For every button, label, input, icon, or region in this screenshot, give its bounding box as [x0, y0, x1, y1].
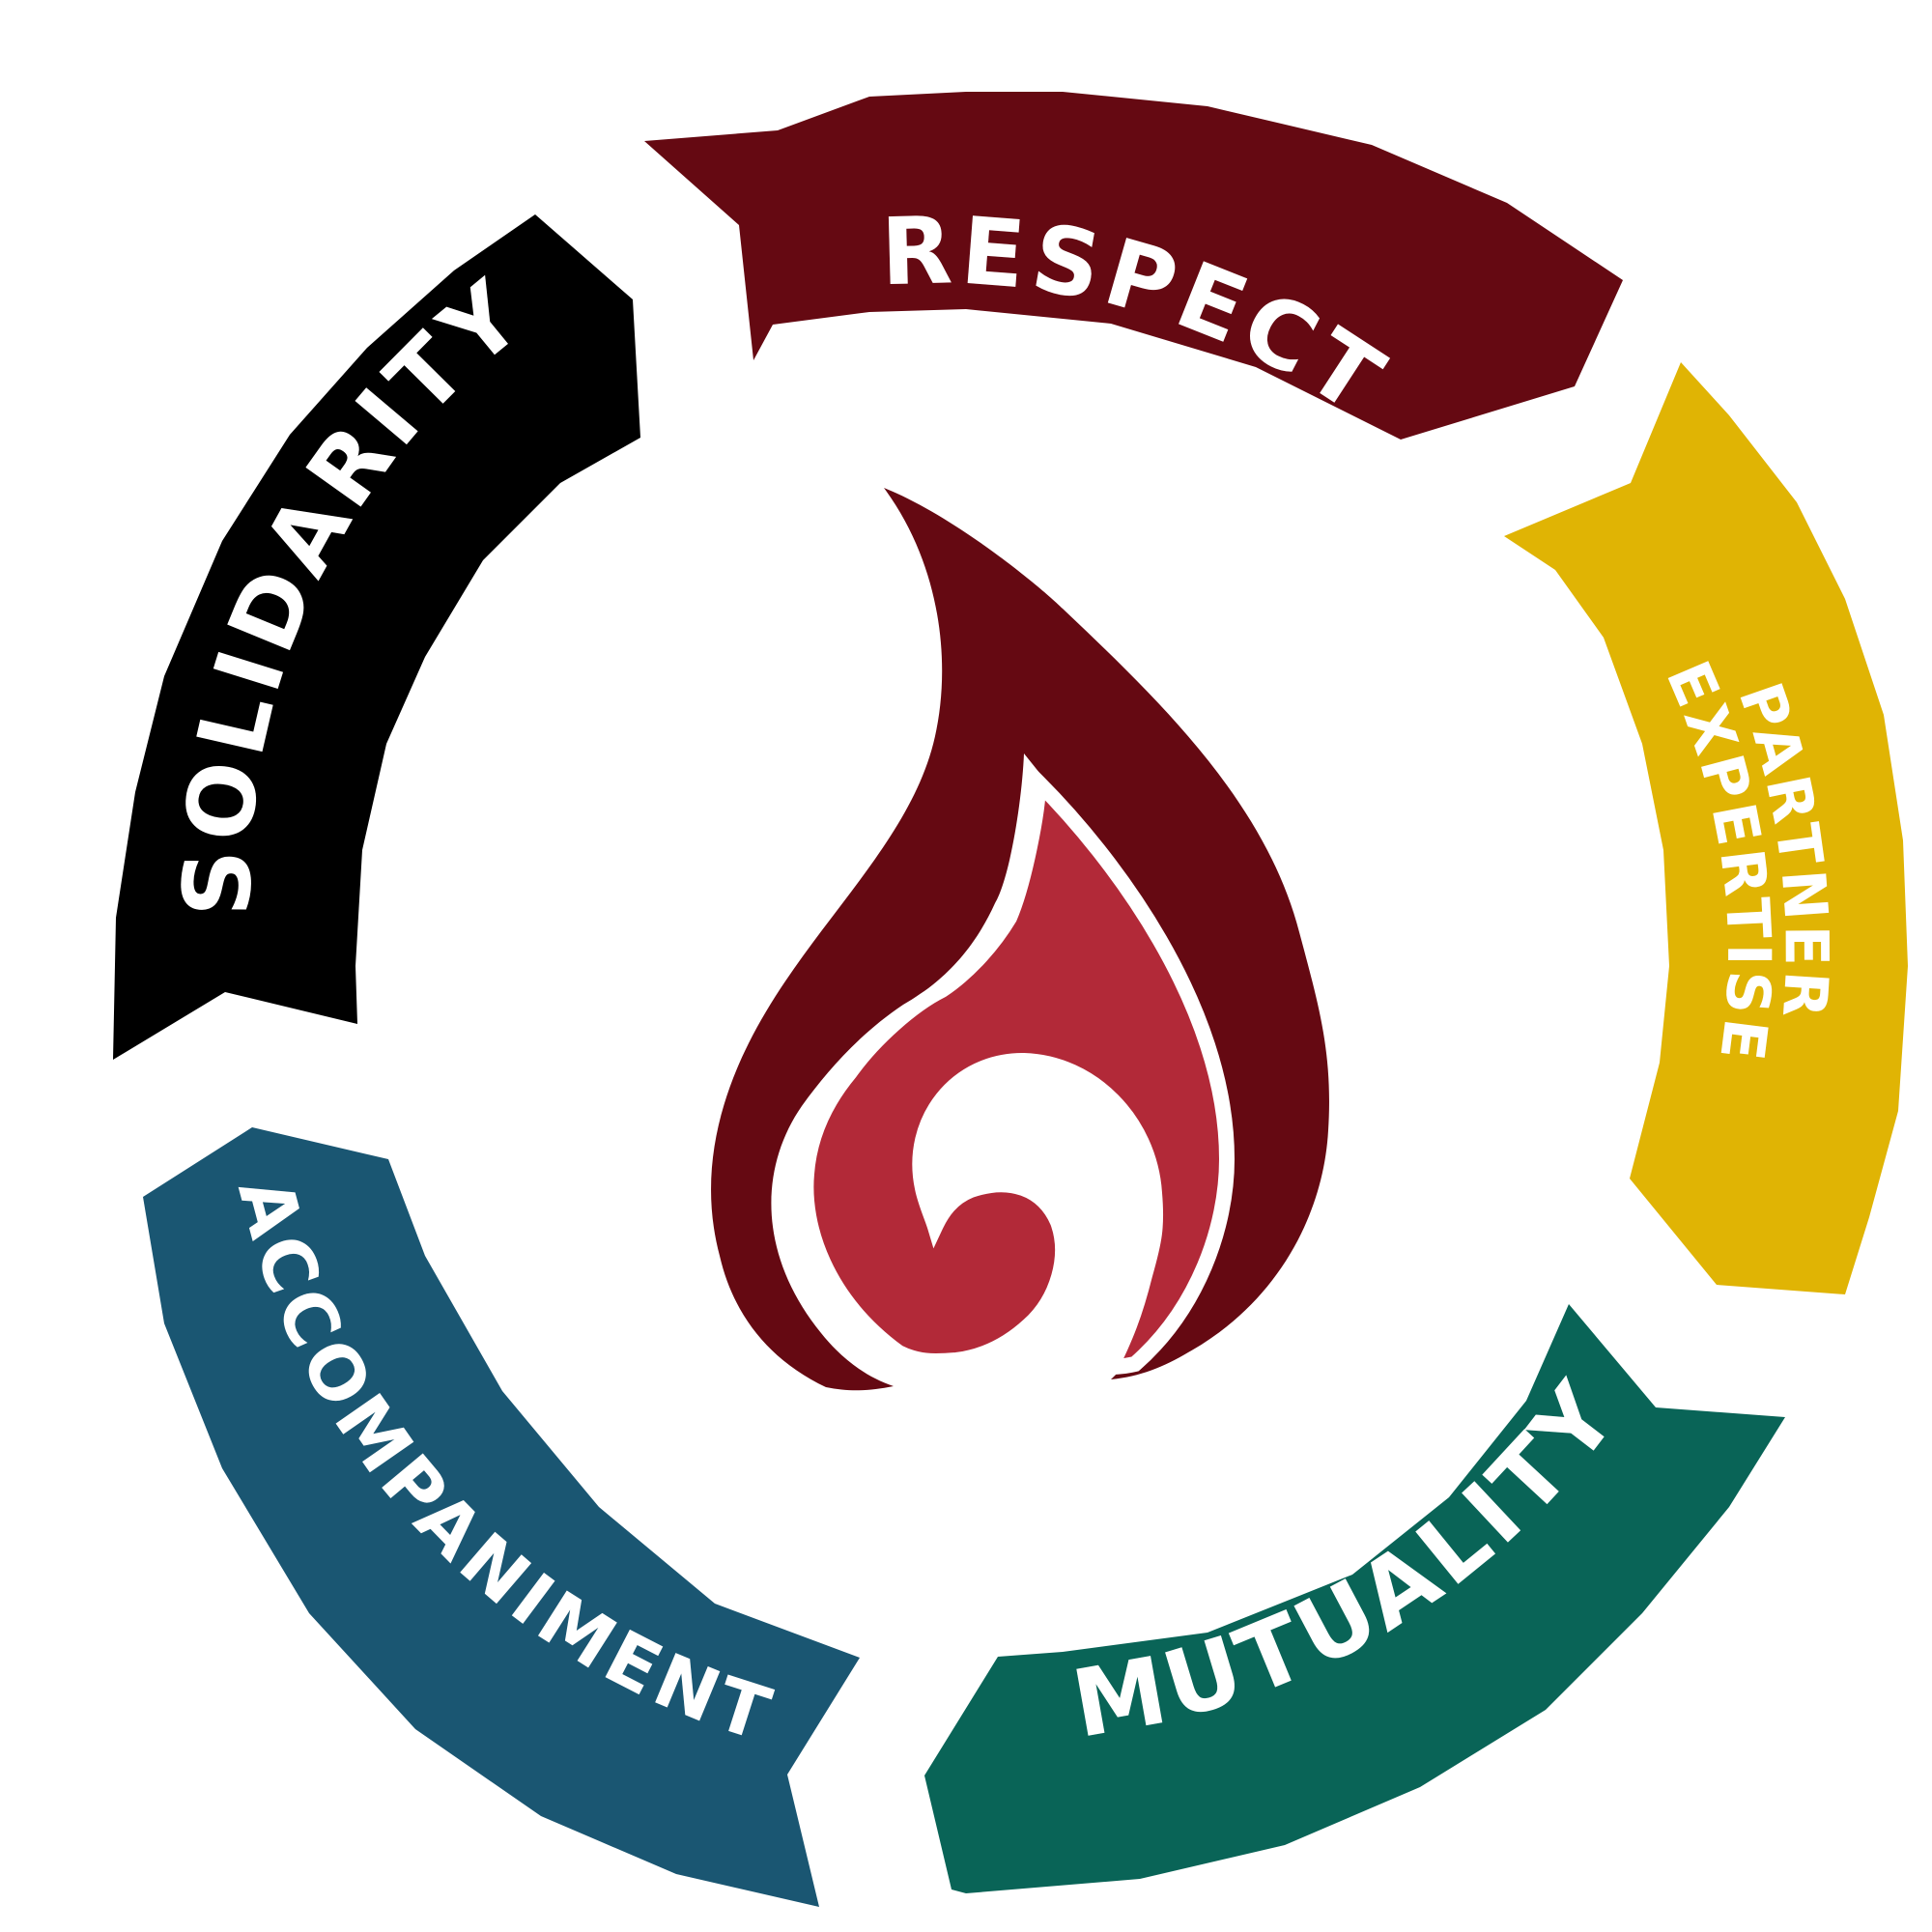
- segment-respect: RESPECT: [644, 92, 1623, 440]
- segment-solidarity-band: [113, 214, 640, 1060]
- segment-partner-expertise: PARTNER EXPERTISE: [1504, 362, 1908, 1294]
- flame-icon: [711, 488, 1329, 1391]
- segment-mutuality: MUTUALITY: [924, 1304, 1785, 1893]
- segment-respect-band: [644, 92, 1623, 440]
- flame-inner: [798, 763, 1236, 1376]
- segment-solidarity: SOLIDARITY: [113, 214, 640, 1060]
- segment-accompaniment-band: [143, 1127, 860, 1907]
- segment-partner-expertise-band: [1504, 362, 1908, 1294]
- segment-mutuality-band: [924, 1304, 1785, 1893]
- flame-outer: [711, 488, 1329, 1391]
